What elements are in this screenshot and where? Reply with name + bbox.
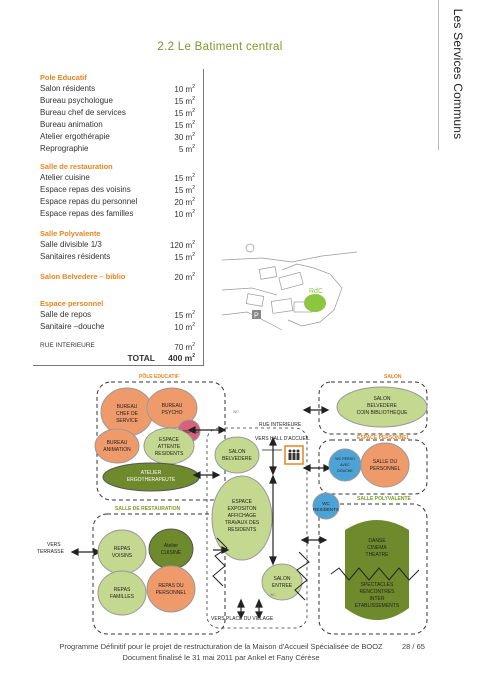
zigzag-partition — [330, 567, 420, 581]
bubble-salle-personnel — [360, 442, 410, 488]
flow-arrows — [70, 406, 332, 620]
bubble-spectacles — [345, 574, 409, 620]
label-zone-personnel: ESPACE PERSONNEL — [357, 435, 410, 441]
label-zone-salon: SALON — [384, 374, 402, 380]
zone-salle-polyvalente — [318, 503, 428, 635]
bubble-espace-exposition — [211, 475, 273, 561]
zigzag-wall-right — [294, 551, 310, 601]
bubble-salon-belvedere-biblio — [336, 386, 428, 428]
zone-salle-restauration — [92, 513, 226, 635]
map-building-highlight — [304, 294, 326, 312]
bubble-repas-familles — [97, 570, 147, 616]
zone-rue-interieure — [206, 427, 308, 629]
page-number: 28 / 65 — [402, 642, 425, 651]
heading-pole-educatif: Pole Educatif — [40, 73, 87, 82]
label-wc-bottom: WC — [270, 593, 276, 597]
zone-espace-personnel — [318, 439, 428, 495]
label-vers-place: VERS PLACE DU VILLAGE — [211, 616, 274, 622]
label-vers-hall: VERS HALL D'ACCUEIL — [255, 436, 310, 442]
heading-espace-personnel: Espace personnel — [40, 299, 104, 308]
heading-salle-polyvalente: Salle Polyvalente — [40, 229, 101, 238]
footer-line2: Document finalisé le 31 mai 2011 par Ank… — [122, 653, 320, 662]
zigzag-wall-left — [212, 537, 228, 587]
functional-diagram: PÔLE EDUCATIF SALON SALLE DE RESTAURATIO… — [37, 372, 428, 635]
bubble-danse — [345, 520, 409, 574]
map-label-rdc: RdC — [309, 288, 323, 295]
section-title: 2.2 Le Batiment central — [157, 41, 283, 53]
side-title: Les Services Communs — [451, 8, 465, 140]
site-plan-map: RdC P — [222, 243, 357, 331]
label-wc-top: WC — [233, 410, 239, 414]
bubble-atelier-cuisine — [148, 528, 194, 570]
side-divider — [438, 0, 439, 150]
label-zone-restauration: SALLE DE RESTAURATION — [115, 506, 180, 512]
bubble-salon-belvedere-small — [214, 436, 260, 474]
label-zone-polyvalente: SALLE POLYVALENTE — [357, 496, 412, 502]
zone-salon — [318, 381, 428, 435]
bubble-bureau-animation — [94, 428, 140, 464]
footer-line1: Programme Définitif pour le projet de re… — [59, 642, 383, 651]
people-icon-figures — [288, 449, 300, 460]
bubble-wc-residents — [312, 492, 340, 520]
bubble-salon-entree — [261, 563, 303, 601]
svg-text:P: P — [254, 313, 259, 320]
parking-icon — [252, 310, 261, 319]
bubble-repas-voisins — [97, 529, 147, 575]
bubble-repas-personnel — [146, 565, 196, 613]
label-rue-interieure: RUE INTERIEURE — [259, 422, 302, 428]
label-zone-pole: PÔLE EDUCATIF — [139, 372, 179, 380]
heading-salle-restauration: Salle de restauration — [40, 162, 113, 171]
